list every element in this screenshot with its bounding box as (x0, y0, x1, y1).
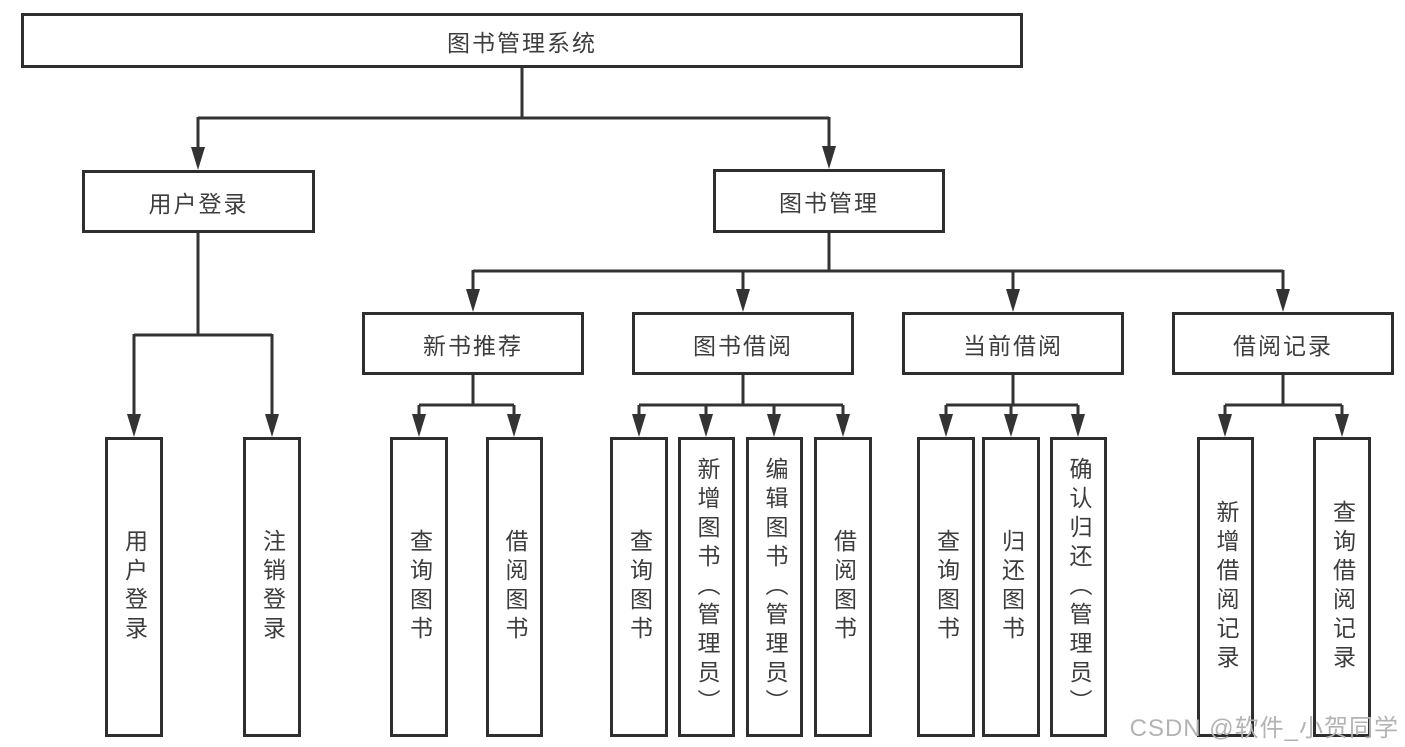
arrowheads (127, 146, 1349, 437)
leaf-borrowing-borrow-books: 借阅图书 (814, 437, 872, 737)
node-root-library-system: 图书管理系统 (21, 13, 1023, 68)
leaf-userlogin-logout-label: 注销登录 (259, 529, 286, 645)
connector-bookmgmt-to-level3 (471, 233, 1285, 292)
leaf-newbook-query-books-label: 查询图书 (406, 529, 433, 645)
arrowhead (632, 414, 646, 437)
arrowhead (412, 414, 426, 437)
leaf-current-confirm-return-admin: 确认归还（管理员） (1050, 437, 1107, 737)
leaf-current-return-books: 归还图书 (982, 437, 1040, 737)
connector-strokes (132, 68, 1344, 420)
arrowhead (1071, 414, 1085, 437)
node-root-label: 图书管理系统 (447, 29, 597, 56)
arrowhead (1004, 414, 1018, 437)
arrowhead (466, 289, 480, 312)
leaf-userlogin-login: 用户登录 (105, 437, 163, 737)
node-borrowing-records-label: 借阅记录 (1233, 332, 1333, 359)
arrowhead (265, 414, 279, 437)
node-user-login: 用户登录 (82, 170, 315, 233)
leaf-borrowing-borrow-books-label: 借阅图书 (830, 529, 857, 645)
connector-userlogin-to-leaves (132, 233, 274, 418)
leaf-userlogin-logout: 注销登录 (243, 437, 301, 737)
arrowhead (507, 414, 521, 437)
arrowhead (1006, 289, 1020, 312)
connector-level3-to-leaves (417, 375, 1344, 420)
arrowhead (822, 146, 836, 169)
arrowhead (191, 147, 205, 170)
node-book-borrowing: 图书借阅 (632, 312, 854, 375)
leaf-records-add-record-label: 新增借阅记录 (1213, 500, 1239, 674)
leaf-borrowing-query-books: 查询图书 (610, 437, 668, 737)
leaf-userlogin-login-label: 用户登录 (121, 529, 148, 645)
leaf-borrowing-add-books-admin-label: 新增图书（管理员） (694, 456, 720, 718)
leaf-newbook-query-books: 查询图书 (390, 437, 448, 737)
node-user-login-label: 用户登录 (148, 190, 249, 217)
leaf-newbook-borrow-books: 借阅图书 (486, 437, 543, 737)
node-new-book-recommend-label: 新书推荐 (423, 332, 523, 359)
leaf-records-query-record-label: 查询借阅记录 (1329, 500, 1356, 674)
leaf-borrowing-edit-books-admin: 编辑图书（管理员） (746, 437, 803, 737)
connector-root-to-level2 (196, 68, 831, 150)
leaf-current-confirm-return-admin-label: 确认归还（管理员） (1066, 456, 1092, 718)
node-book-management: 图书管理 (713, 169, 945, 233)
node-borrowing-records: 借阅记录 (1172, 312, 1394, 375)
leaf-current-query-books: 查询图书 (917, 437, 975, 737)
arrowhead (836, 414, 850, 437)
leaf-borrowing-edit-books-admin-label: 编辑图书（管理员） (762, 456, 788, 718)
arrowhead (127, 414, 141, 437)
node-current-borrowing: 当前借阅 (902, 312, 1124, 375)
leaf-current-return-books-label: 归还图书 (998, 529, 1025, 645)
arrowhead (699, 414, 713, 437)
node-book-borrowing-label: 图书借阅 (693, 332, 793, 359)
leaf-borrowing-add-books-admin: 新增图书（管理员） (678, 437, 735, 737)
leaf-current-query-books-label: 查询图书 (933, 529, 960, 645)
node-new-book-recommend: 新书推荐 (362, 312, 584, 375)
node-book-management-label: 图书管理 (779, 190, 879, 216)
node-current-borrowing-label: 当前借阅 (963, 332, 1063, 359)
leaf-borrowing-query-books-label: 查询图书 (626, 529, 653, 645)
arrowhead (939, 414, 953, 437)
leaf-records-add-record: 新增借阅记录 (1197, 437, 1254, 737)
arrowhead (1276, 289, 1290, 312)
arrowhead (767, 414, 781, 437)
arrowhead (736, 289, 750, 312)
leaf-newbook-borrow-books-label: 借阅图书 (502, 529, 528, 645)
arrowhead (1218, 414, 1232, 437)
leaf-records-query-record: 查询借阅记录 (1313, 437, 1371, 737)
arrowhead (1335, 414, 1349, 437)
